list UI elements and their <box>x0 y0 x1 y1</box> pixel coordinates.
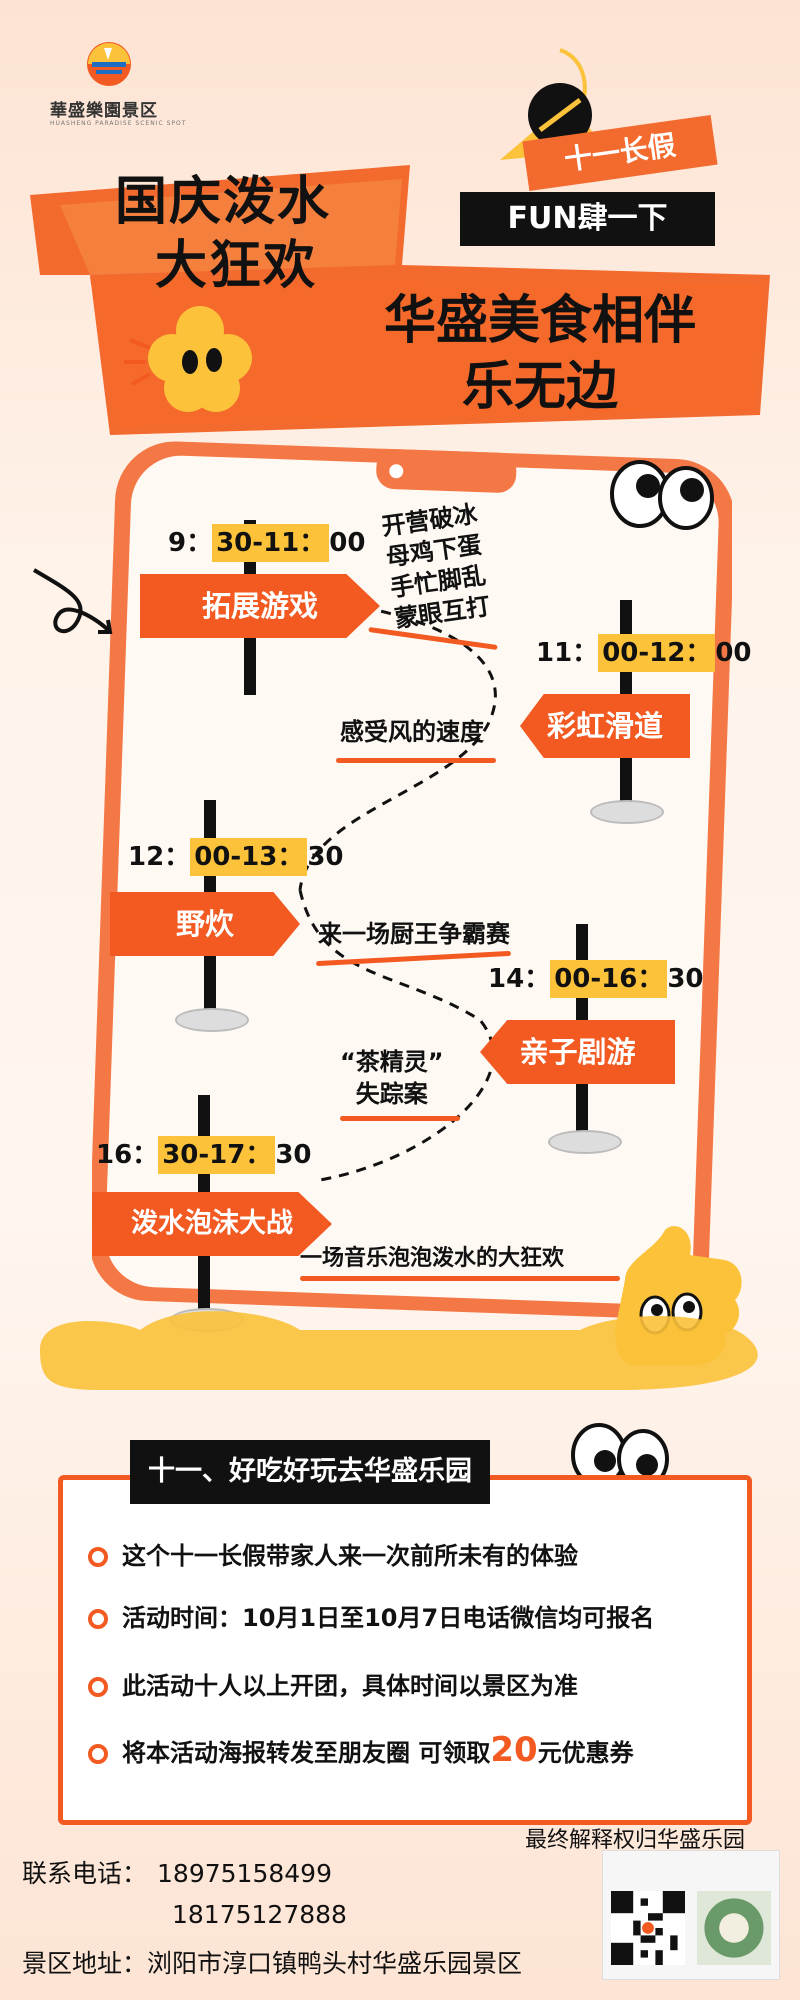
info-item-4: 将本活动海报转发至朋友圈 可领取20元优惠券 <box>88 1730 634 1770</box>
schedule-time-4: 14：00-16：30 <box>488 958 704 998</box>
sign-activity-1: 拓展游戏 <box>140 574 380 638</box>
bullet-icon <box>88 1609 108 1629</box>
schedule-time-5: 16：30-17：30 <box>96 1134 312 1174</box>
info-item-2: 活动时间：10月1日至10月7日电话微信均可报名 <box>88 1598 654 1633</box>
phone-number-1: 18975158499 <box>157 1859 332 1888</box>
brand-subtitle: HUASHENG PARADISE SCENIC SPOT <box>50 120 187 127</box>
brand-logo: 華盛樂園景区 HUASHENG PARADISE SCENIC SPOT <box>50 40 190 130</box>
schedule-time-3: 12：00-13：30 <box>128 836 344 876</box>
yellow-cloud-decoration <box>40 1311 758 1390</box>
phone-number-2: 18175127888 <box>172 1900 347 1929</box>
headline-line-3: 华盛美食相伴 <box>383 291 696 351</box>
address-row: 景区地址：浏阳市淳口镇鸭头村华盛乐园景区 <box>22 1944 522 1980</box>
sign-activity-2: 彩虹滑道 <box>520 694 690 758</box>
rights-note: 最终解释权归华盛乐园 <box>525 1828 746 1853</box>
qr-code-card <box>602 1850 780 1980</box>
douyin-qr-icon <box>697 1891 771 1965</box>
desc-underline-4 <box>340 1116 460 1121</box>
headline-title-1: 国庆泼水 大狂欢 <box>115 170 415 298</box>
sign-activity-4: 亲子剧游 <box>480 1020 675 1084</box>
headline-title-2: 华盛美食相伴 乐无边 <box>320 288 760 420</box>
headline-line-4: 乐无边 <box>461 357 618 417</box>
route-dashed-path <box>298 598 497 1182</box>
flower-mascot-icon <box>124 306 252 412</box>
activity-desc-3: 来一场厨王争霸赛 <box>318 920 510 948</box>
address-label: 景区地址： <box>22 1949 148 1978</box>
activity-desc-1: 开营破冰 母鸡下蛋 手忙脚乱 蒙眼互打 <box>379 499 492 634</box>
sun-logo-icon <box>87 42 131 86</box>
bullet-icon <box>88 1744 108 1764</box>
wechat-qr-icon <box>611 1891 685 1965</box>
address-text: 浏阳市淳口镇鸭头村华盛乐园景区 <box>147 1949 523 1978</box>
info-title: 十一、好吃好玩去华盛乐园 <box>130 1440 490 1504</box>
sign-activity-3: 野炊 <box>110 892 300 956</box>
activity-desc-5: 一场音乐泡泡泼水的大狂欢 <box>300 1246 565 1271</box>
schedule-time-1: 9：30-11：00 <box>168 522 365 562</box>
info-box <box>58 1475 752 1825</box>
headline-line-1: 国庆泼水 <box>115 172 332 232</box>
sign-base-3 <box>175 1008 249 1032</box>
activity-desc-2: 感受风的速度 <box>340 718 484 746</box>
eyes-icon-2 <box>571 1423 669 1489</box>
eyes-icon <box>610 460 714 530</box>
fun-tag: FUN肆一下 <box>460 192 715 246</box>
schedule-time-2: 11：00-12：00 <box>536 632 752 672</box>
bullet-icon <box>88 1547 108 1567</box>
desc-underline-2 <box>336 758 496 763</box>
brand-name: 華盛樂園景区 <box>50 101 158 121</box>
phone-row-1: 联系电话： 18975158499 <box>22 1854 332 1890</box>
activity-desc-4: “茶精灵” 失踪案 <box>340 1048 444 1108</box>
headline-line-2: 大狂欢 <box>155 236 318 296</box>
bullet-icon <box>88 1677 108 1697</box>
desc-underline-5 <box>300 1276 620 1281</box>
info-item-1: 这个十一长假带家人来一次前所未有的体验 <box>88 1536 578 1571</box>
sign-base-2 <box>590 800 664 824</box>
coupon-amount: 20 <box>490 1730 538 1770</box>
sign-base-4 <box>548 1130 622 1154</box>
squiggle-arrow-icon <box>32 568 113 634</box>
sign-activity-5: 泼水泡沫大战 <box>92 1192 332 1256</box>
phone-label: 联系电话： <box>22 1859 148 1888</box>
info-item-3: 此活动十人以上开团，具体时间以景区为准 <box>88 1666 578 1701</box>
